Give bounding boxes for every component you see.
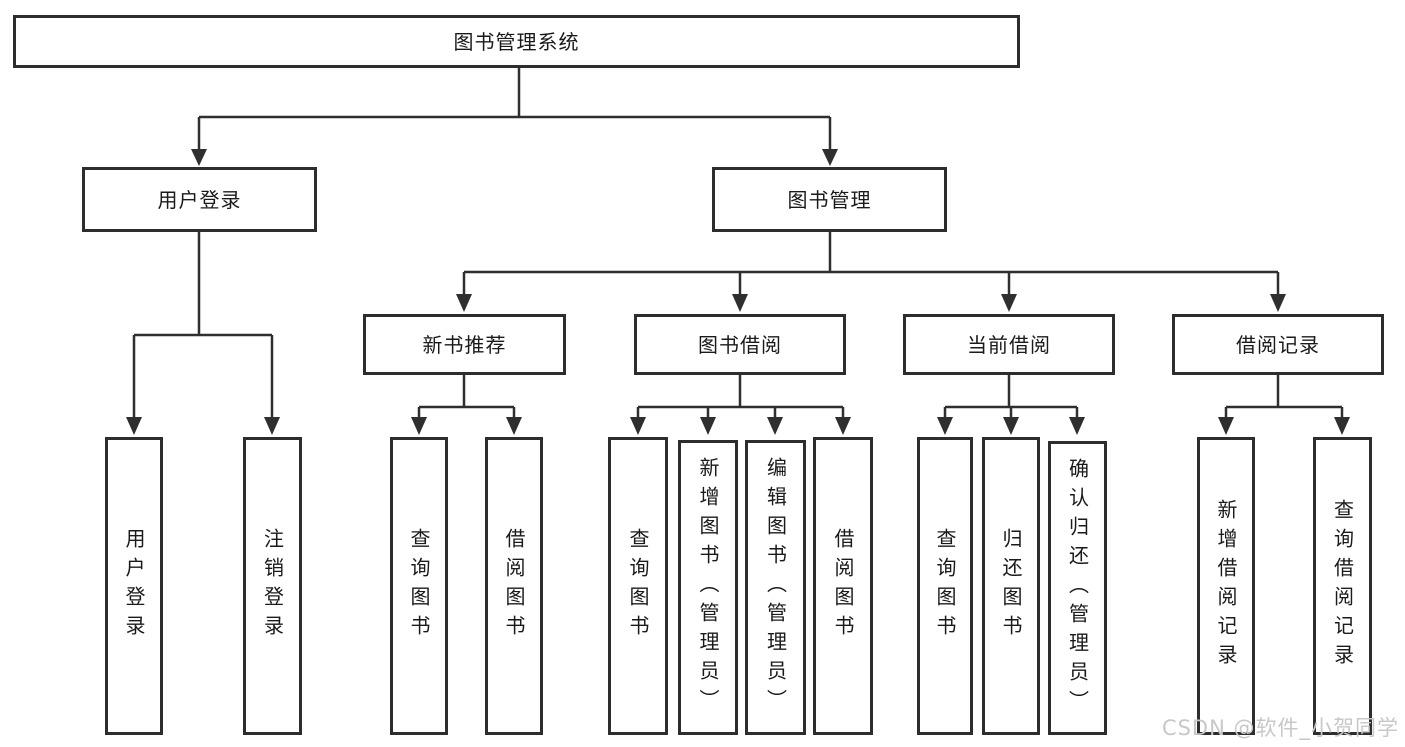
node-user-login: 用户登录	[82, 167, 317, 232]
node-label: 编辑图书（管理员）	[763, 457, 788, 718]
node-label: 注销登录	[260, 528, 285, 644]
node-label: 借阅图书	[831, 528, 855, 644]
node-label: 新书推荐	[422, 332, 507, 357]
connector-book-management-to-level3	[456, 232, 1286, 312]
node-label: 归还图书	[999, 528, 1023, 644]
node-book-management: 图书管理	[712, 167, 947, 232]
node-label: 借阅图书	[502, 528, 526, 644]
leaf-recommend-borrow-books: 借阅图书	[485, 437, 543, 735]
leaf-edit-books-admin: 编辑图书（管理员）	[745, 440, 806, 735]
connector-borrow-records-to-leaves	[1218, 375, 1350, 435]
leaf-borrow-query-books: 查询图书	[608, 437, 668, 735]
node-new-book-recommend: 新书推荐	[363, 314, 566, 375]
leaf-query-borrow-record: 查询借阅记录	[1313, 437, 1372, 735]
leaf-user-login: 用户登录	[105, 437, 163, 735]
leaf-add-borrow-record: 新增借阅记录	[1197, 437, 1255, 735]
node-label: 当前借阅	[967, 332, 1051, 357]
node-label: 查询图书	[626, 528, 650, 644]
node-book-borrow: 图书借阅	[634, 314, 846, 375]
leaf-confirm-return-admin: 确认归还（管理员）	[1048, 441, 1107, 735]
connector-current-borrow-to-leaves	[937, 375, 1085, 435]
node-borrow-records: 借阅记录	[1172, 314, 1384, 375]
node-label: 用户登录	[122, 528, 146, 644]
connector-book-borrow-to-leaves	[630, 375, 851, 435]
node-label: 图书管理	[787, 187, 872, 212]
connector-new-book-recommend-to-leaves	[411, 375, 522, 435]
leaf-logout: 注销登录	[243, 437, 302, 735]
node-current-borrow: 当前借阅	[903, 314, 1115, 375]
node-label: 用户登录	[157, 187, 242, 212]
node-label: 查询借阅记录	[1330, 499, 1355, 673]
node-label: 查询图书	[407, 528, 431, 644]
node-label: 新增借阅记录	[1214, 499, 1238, 673]
leaf-add-books-admin: 新增图书（管理员）	[678, 440, 738, 735]
connector-user-login-to-leaves	[126, 232, 280, 435]
leaf-current-query-books: 查询图书	[917, 437, 973, 735]
node-label: 图书管理系统	[453, 29, 580, 54]
node-label: 图书借阅	[698, 332, 782, 357]
node-root-library-management-system: 图书管理系统	[13, 15, 1020, 68]
node-label: 确认归还（管理员）	[1065, 457, 1090, 719]
csdn-watermark: CSDN @软件_小贺同学	[1161, 716, 1399, 740]
connector-root-to-level2	[191, 68, 838, 166]
node-label: 新增图书（管理员）	[696, 457, 720, 718]
leaf-borrow-books: 借阅图书	[813, 437, 873, 735]
leaf-recommend-query-books: 查询图书	[390, 437, 448, 735]
node-label: 借阅记录	[1236, 332, 1320, 357]
node-label: 查询图书	[933, 528, 957, 644]
leaf-return-books: 归还图书	[982, 437, 1040, 735]
